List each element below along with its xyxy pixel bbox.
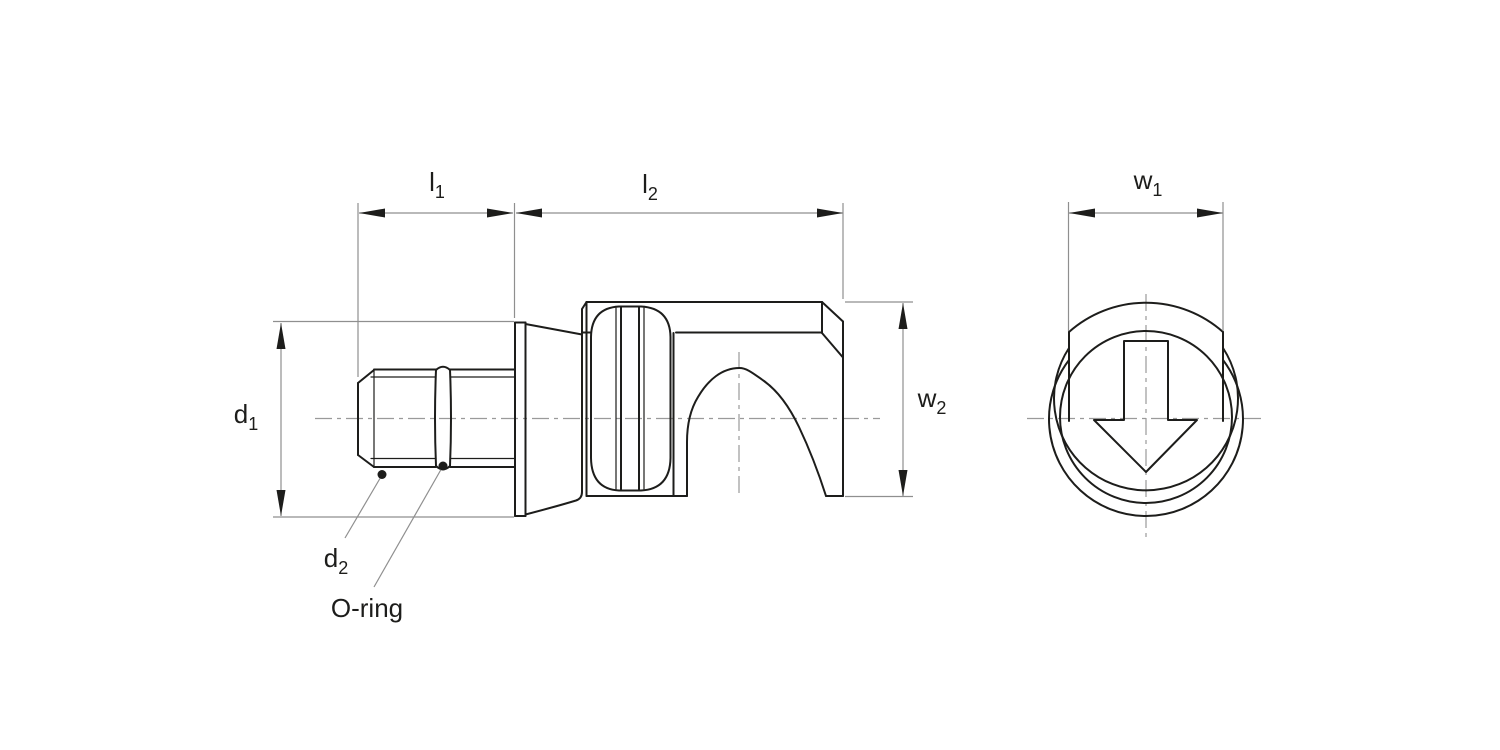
dim-arrowhead: [898, 303, 908, 329]
cone-top-edge: [524, 323, 583, 336]
dim-arrowhead: [516, 208, 542, 218]
boss-outline: [590, 305, 672, 492]
label-l2: l2: [642, 169, 658, 204]
label-d1: d1: [234, 399, 258, 434]
body-top-arc: [1068, 301, 1224, 333]
dim-arrowhead: [1069, 208, 1095, 218]
cone-small-end-circle: [1059, 330, 1233, 504]
labels: l1 l2 w1 w2 d1 d2 O-ring: [234, 165, 1163, 623]
dimension-d1: [273, 320, 514, 518]
corner-chamfer-inner: [821, 332, 844, 359]
label-w1: w1: [1133, 165, 1163, 200]
dim-arrowhead: [817, 208, 843, 218]
dim-arrowhead: [1197, 208, 1223, 218]
direction-arrow-icon: [1093, 340, 1198, 473]
o-ring-left-wall: [434, 369, 437, 467]
o-ring-seal: [434, 365, 452, 471]
side-view: [357, 301, 844, 517]
flange-collar: [514, 301, 588, 517]
hook-cutout: [686, 367, 827, 497]
leader-line: [373, 465, 444, 588]
dim-arrowhead: [898, 470, 908, 496]
dimension-l2: [516, 203, 844, 299]
leader-dot: [438, 461, 448, 471]
leader-d2: [344, 470, 387, 539]
threaded-stud: [357, 368, 516, 468]
leader-o-ring: [373, 461, 448, 588]
front-view: [1048, 301, 1244, 517]
dim-arrowhead: [276, 490, 286, 516]
label-l1: l1: [429, 167, 445, 202]
label-w2: w2: [917, 383, 947, 418]
clamp-body: [581, 301, 844, 497]
stud-chamfer-bottom: [357, 454, 375, 468]
o-ring-top-bulge: [435, 365, 451, 371]
leader-dot: [377, 470, 387, 479]
stud-chamfer-top: [357, 369, 375, 384]
boss-circle: [1053, 347, 1239, 492]
label-o-ring: O-ring: [331, 593, 403, 623]
label-d2: d2: [324, 543, 348, 578]
dim-arrowhead: [359, 208, 385, 218]
dim-arrowhead: [487, 208, 513, 218]
corner-chamfer-outer: [821, 301, 844, 323]
flange-circle: [1048, 359, 1244, 517]
dimension-w1: [1067, 202, 1224, 331]
dimension-w2: [845, 301, 913, 498]
centerlines: [315, 294, 1266, 542]
cylindrical-boss: [590, 305, 672, 492]
dimensions: [273, 202, 1224, 588]
dim-arrowhead: [276, 323, 286, 349]
leader-line: [344, 474, 383, 539]
o-ring-right-wall: [449, 369, 452, 467]
dimension-l1: [357, 203, 516, 377]
cone-bottom-and-body-left-edge: [524, 301, 588, 516]
